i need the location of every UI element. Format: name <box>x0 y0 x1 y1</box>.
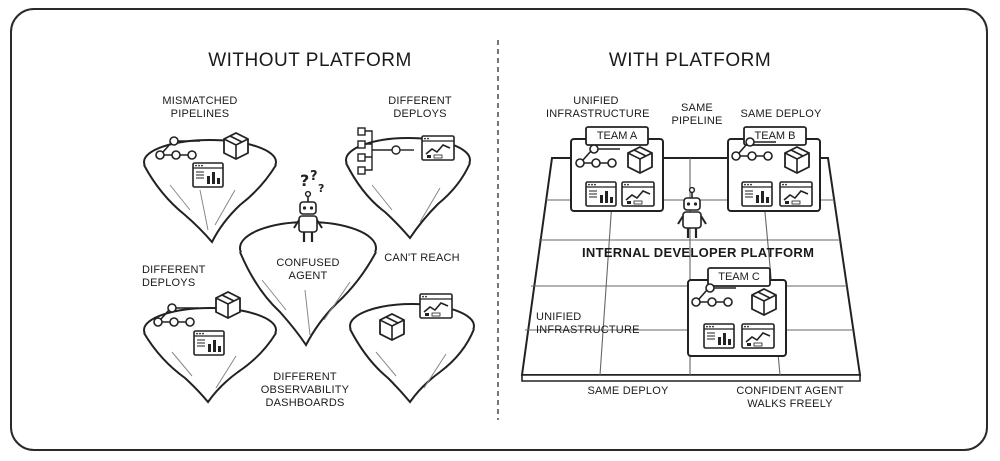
mismatched-pipelines-label: MISMATCHED PIPELINES <box>162 95 238 120</box>
dashboard-window-icon <box>192 162 224 188</box>
different-dashboards-label: DIFFERENT OBSERVABILITY DASHBOARDS <box>260 371 350 409</box>
dashboard-window-icon <box>193 330 225 356</box>
unified-infra-bottom-label: UNIFIED INFRASTRUCTURE <box>536 311 640 336</box>
package-box-icon <box>223 132 249 160</box>
team-c-label: TEAM C <box>718 271 760 283</box>
package-box-icon <box>627 146 653 174</box>
package-box-icon <box>379 313 405 341</box>
island-cant-reach <box>349 293 475 404</box>
same-pipeline-label: SAME PIPELINE <box>671 102 723 127</box>
dashboard-window-icon <box>741 323 775 349</box>
team-b-label: TEAM B <box>754 130 796 142</box>
different-deploys-top-label: DIFFERENT DEPLOYS <box>388 95 452 120</box>
package-box-icon <box>751 288 777 316</box>
same-deploy-top-label: SAME DEPLOY <box>740 108 822 120</box>
team-c-card <box>687 267 787 357</box>
confident-agent-label: CONFIDENT AGENT WALKS FREELY <box>736 385 844 410</box>
island-different-deploys-left <box>143 291 277 404</box>
team-a-card <box>570 126 664 212</box>
package-box-icon <box>215 291 241 319</box>
package-box-icon <box>784 146 810 174</box>
team-a-label: TEAM A <box>596 130 638 142</box>
confused-agent-label: CONFUSED AGENT <box>276 257 340 282</box>
team-b-card <box>727 126 821 212</box>
dashboard-window-icon <box>703 323 735 349</box>
different-deploys-left-label: DIFFERENT DEPLOYS <box>142 264 206 289</box>
question-mark-icon: ? <box>310 169 318 184</box>
question-mark-icon: ? <box>300 171 309 190</box>
question-mark-icon: ? <box>318 182 324 195</box>
dashboard-window-icon <box>621 181 655 207</box>
platform-label: INTERNAL DEVELOPER PLATFORM <box>582 245 815 260</box>
dashboard-window-icon <box>741 181 773 207</box>
dashboard-window-icon <box>779 181 813 207</box>
right-panel-title: WITH PLATFORM <box>608 50 772 71</box>
dashboard-window-icon <box>421 135 455 161</box>
same-deploy-bottom-label: SAME DEPLOY <box>587 385 669 397</box>
island-confused-agent: ? ? ? <box>239 169 377 347</box>
dashboard-window-icon <box>585 181 617 207</box>
dashboard-window-icon <box>419 293 453 319</box>
cant-reach-label: CAN'T REACH <box>384 252 460 264</box>
unified-infra-top-label: UNIFIED INFRASTRUCTURE <box>546 95 650 120</box>
island-different-deploys-top <box>345 127 471 240</box>
island-mismatched-pipelines <box>143 132 277 244</box>
left-panel-title: WITHOUT PLATFORM <box>208 50 412 71</box>
branching-pipeline-icon <box>357 127 414 175</box>
diagram-frame <box>10 8 988 451</box>
